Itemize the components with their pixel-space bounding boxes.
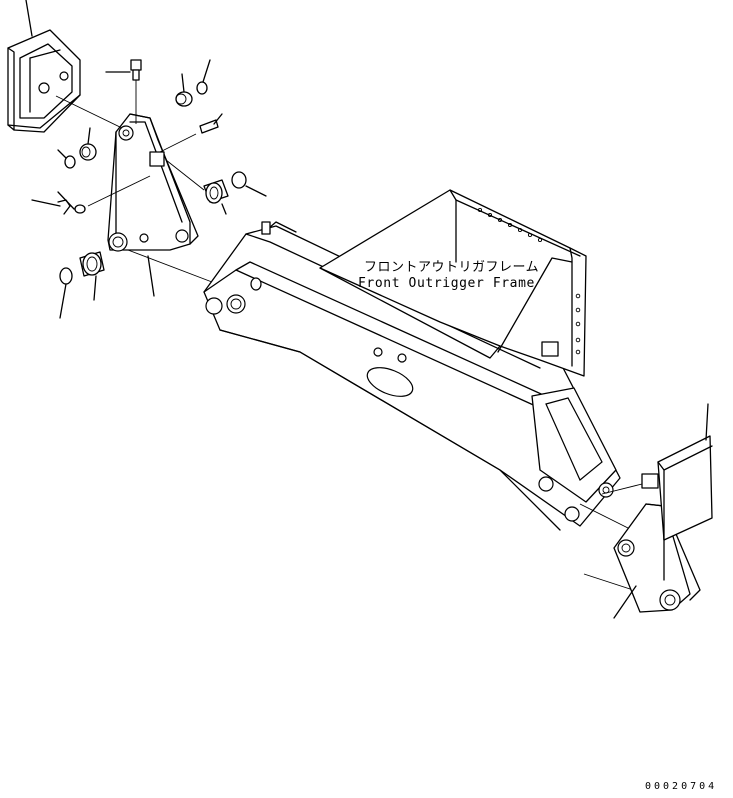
outrigger-arm-left (55, 95, 213, 297)
drawing-number: 00020704 (645, 781, 718, 792)
rivet-row (477, 207, 581, 355)
washer (57, 191, 86, 214)
bushing-right (203, 179, 229, 215)
part-label-japanese: フロントアウトリガフレーム (364, 260, 540, 275)
snap-ring-right (231, 171, 267, 197)
front-outrigger-frame (203, 189, 677, 605)
outrigger-pad-right (641, 403, 713, 541)
part-label-english: Front Outrigger Frame (358, 276, 535, 291)
lock-pin (31, 199, 71, 215)
bolt (199, 113, 223, 134)
bushing-upper (175, 73, 193, 107)
grease-nipple (105, 59, 142, 110)
bushing-left-lower (79, 251, 105, 301)
snap-ring-upper (196, 59, 211, 95)
snap-ring-left-upper (57, 149, 76, 169)
outrigger-pad-left (7, 0, 81, 133)
bushing-left-upper (79, 127, 97, 161)
snap-ring-left-lower (59, 267, 73, 319)
